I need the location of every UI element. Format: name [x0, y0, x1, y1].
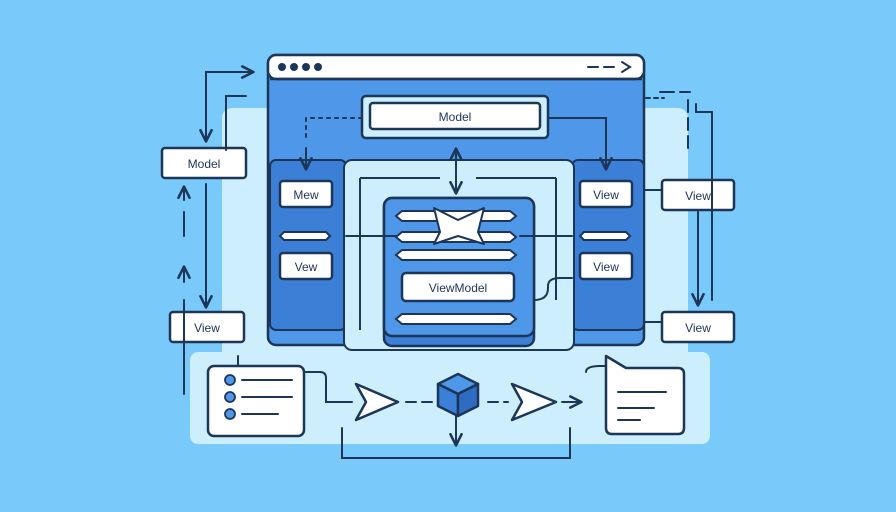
view-inner-right-top-label: View	[593, 188, 619, 202]
right-divider-bar	[578, 231, 632, 241]
view-inner-left-top-box	[278, 179, 334, 209]
bowtie-icon	[433, 207, 485, 245]
view-outer-right-top-label: View	[685, 189, 711, 203]
view-inner-left-bottom-label: Vew	[295, 260, 318, 274]
play-arrow-icon	[510, 382, 558, 422]
view-outer-right-bottom-box	[660, 310, 736, 344]
speech-bubble-icon	[604, 354, 686, 436]
list-card	[206, 364, 306, 438]
view-inner-right-bottom-box	[578, 251, 634, 281]
left-divider-bar	[278, 231, 332, 241]
view-outer-left-bottom-box	[168, 310, 246, 344]
model-left-label: Model	[188, 157, 221, 171]
list-icon	[224, 374, 293, 420]
model-top-label: Model	[439, 110, 472, 124]
view-inner-left-bottom-box	[278, 251, 334, 281]
outer-left-connectors	[177, 65, 255, 395]
model-left-box	[160, 146, 248, 180]
window-titlebar-dashes	[587, 61, 632, 73]
bottom-flow-connectors	[303, 365, 607, 459]
view-inner-left-top-label: Mew	[293, 188, 319, 202]
center-side-connectors	[345, 235, 573, 301]
view-inner-right-top-box	[578, 179, 634, 209]
play-arrow-icon	[354, 382, 400, 422]
window-dots-icon	[278, 63, 322, 71]
viewmodel-label: ViewModel	[429, 281, 487, 295]
model-top-box	[368, 101, 542, 131]
view-outer-left-bottom-label: View	[194, 321, 220, 335]
outer-right-connectors	[643, 91, 713, 323]
view-inner-right-bottom-label: View	[593, 260, 619, 274]
model-view-connectors	[299, 117, 613, 195]
cube-icon	[436, 372, 480, 418]
viewmodel-box	[400, 271, 516, 303]
view-outer-right-top-box	[660, 178, 736, 212]
view-outer-right-bottom-label: View	[685, 321, 711, 335]
